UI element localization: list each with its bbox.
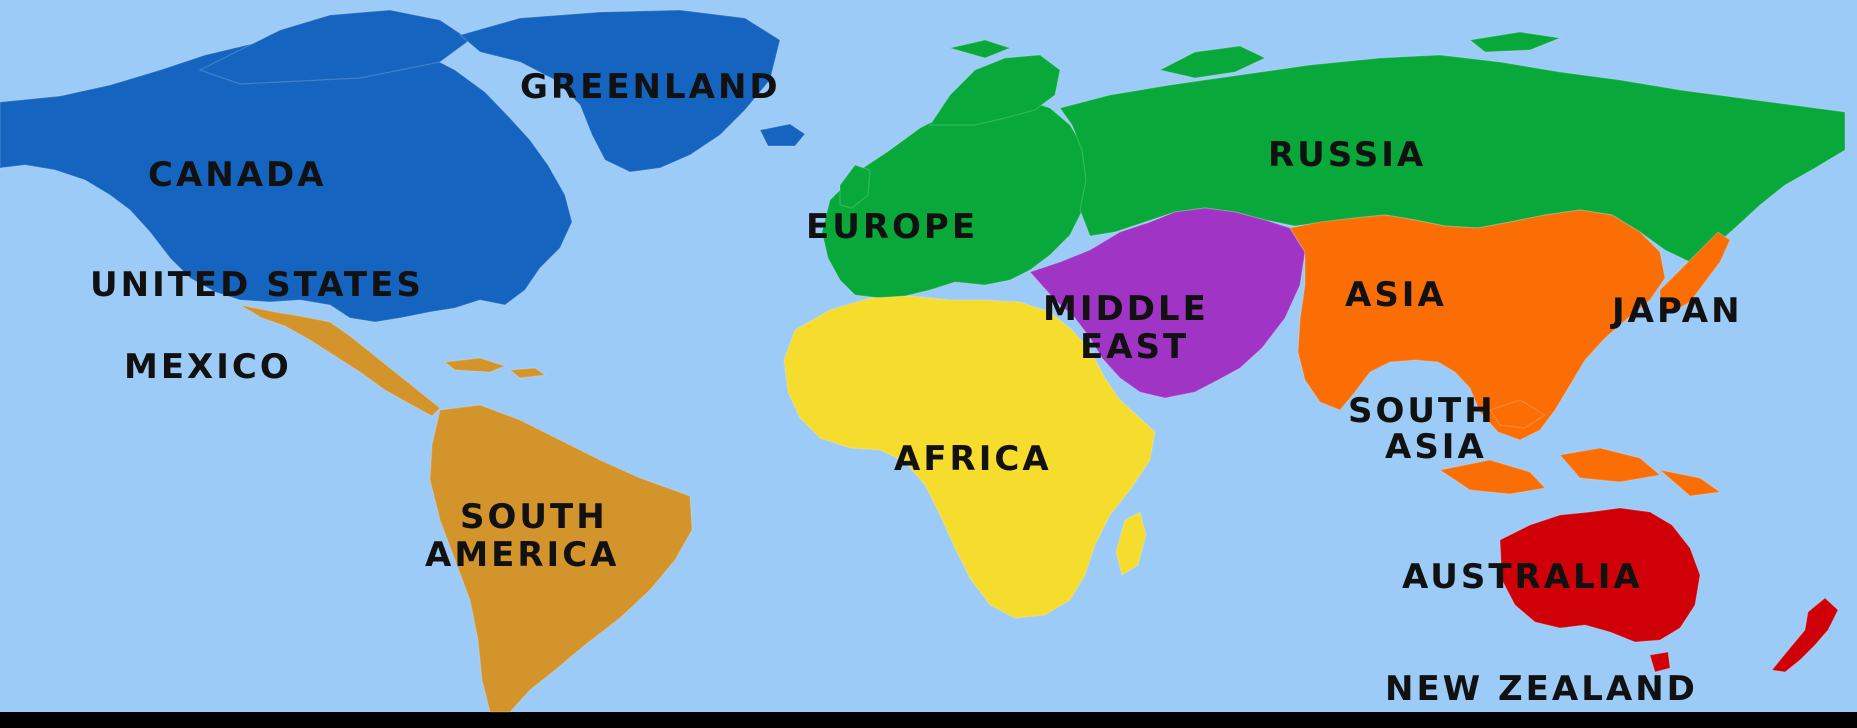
- region-arctic-islands: [198, 9, 472, 85]
- region-scandinavia: [928, 54, 1061, 126]
- label-australia: AUSTRALIA: [1402, 557, 1643, 597]
- label-canada: CANADA: [148, 155, 327, 195]
- label-africa: AFRICA: [894, 439, 1052, 479]
- region-central-america: [239, 304, 441, 417]
- label-south-asia-line1: SOUTH: [1348, 391, 1496, 431]
- label-south-america-line1: SOUTH: [460, 497, 608, 537]
- region-south-america: [429, 404, 693, 713]
- region-middle-east: [1028, 207, 1306, 399]
- label-middle-east-line2: EAST: [1080, 327, 1189, 367]
- label-russia: RUSSIA: [1268, 135, 1426, 175]
- region-arctic-russia-islands: [949, 31, 1563, 79]
- region-tasmania: [1649, 651, 1671, 673]
- region-southeast-asia-islands: [1438, 399, 1722, 497]
- label-united-states: UNITED STATES: [90, 265, 424, 305]
- region-iceland: [759, 123, 806, 147]
- label-south-asia-line2: ASIA: [1385, 427, 1487, 467]
- region-australia: [1499, 507, 1701, 643]
- region-madagascar: [1115, 511, 1147, 576]
- region-asia: [1289, 209, 1666, 441]
- region-new-zealand: [1770, 597, 1839, 673]
- label-new-zealand: NEW ZEALAND: [1385, 669, 1698, 709]
- label-south-america-line2: AMERICA: [425, 535, 619, 575]
- region-greenland: [458, 9, 781, 173]
- label-mexico: MEXICO: [124, 347, 292, 387]
- label-asia: ASIA: [1345, 275, 1447, 315]
- label-middle-east-line1: MIDDLE: [1043, 289, 1209, 329]
- label-japan: JAPAN: [1610, 291, 1743, 331]
- label-europe: EUROPE: [806, 207, 978, 247]
- region-africa: [783, 295, 1156, 619]
- region-japan: [1659, 231, 1731, 313]
- label-greenland: GREENLAND: [520, 67, 781, 107]
- region-british-isles: [839, 164, 871, 209]
- region-caribbean: [443, 357, 547, 379]
